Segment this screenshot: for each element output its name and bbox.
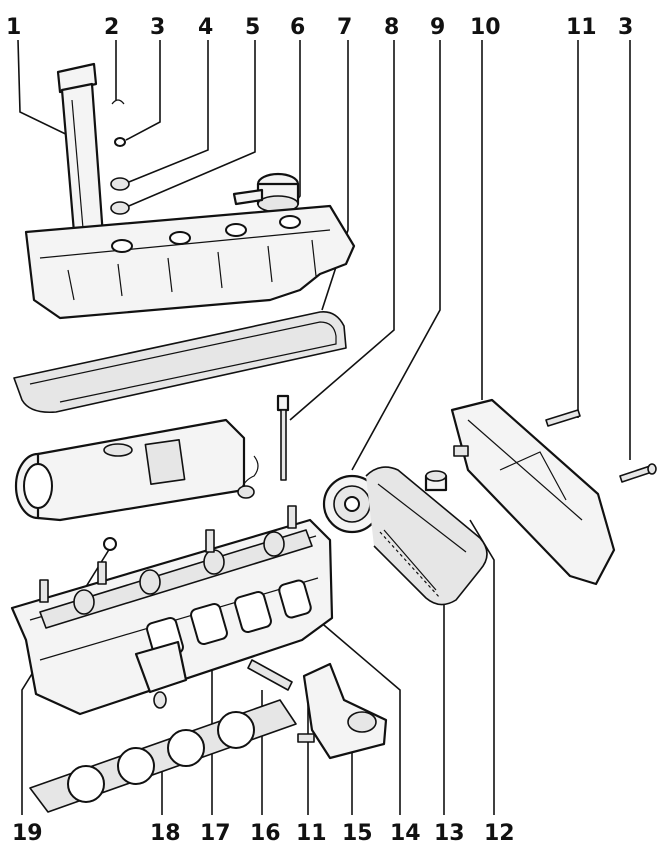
breather-cap [232,172,300,213]
label-2: 2 [104,15,119,40]
label-6: 6 [290,15,305,40]
cover-bolt [545,409,581,427]
cylinder-head [10,505,334,716]
label-11-top: 11 [566,15,597,40]
water-pump-bracket [297,662,388,760]
label-16: 16 [250,821,281,846]
label-11-bottom: 11 [296,821,327,846]
long-bolt [237,394,290,499]
label-15: 15 [342,821,373,846]
label-19: 19 [12,821,43,846]
label-10: 10 [470,15,501,40]
valve-cover [24,204,356,320]
label-9: 9 [430,15,445,40]
label-13: 13 [434,821,465,846]
label-4: 4 [198,15,213,40]
label-5: 5 [245,15,260,40]
small-fittings [110,99,130,215]
cover-screw [619,463,657,483]
tensioner [424,470,448,492]
dowel-pin [247,659,293,691]
label-7: 7 [337,15,352,40]
timing-belt-cover [450,398,616,586]
label-3-top-right: 3 [618,15,633,40]
intake-housing [14,418,246,522]
label-18: 18 [150,821,181,846]
head-gasket [29,699,297,813]
label-17: 17 [200,821,231,846]
oil-filler-neck [56,62,106,258]
timing-belt [365,466,488,606]
valve-cover-gasket [13,310,347,414]
label-3: 3 [150,15,165,40]
label-8: 8 [384,15,399,40]
small-plug [103,537,117,551]
label-12: 12 [484,821,515,846]
label-1: 1 [6,15,21,40]
label-14: 14 [390,821,421,846]
